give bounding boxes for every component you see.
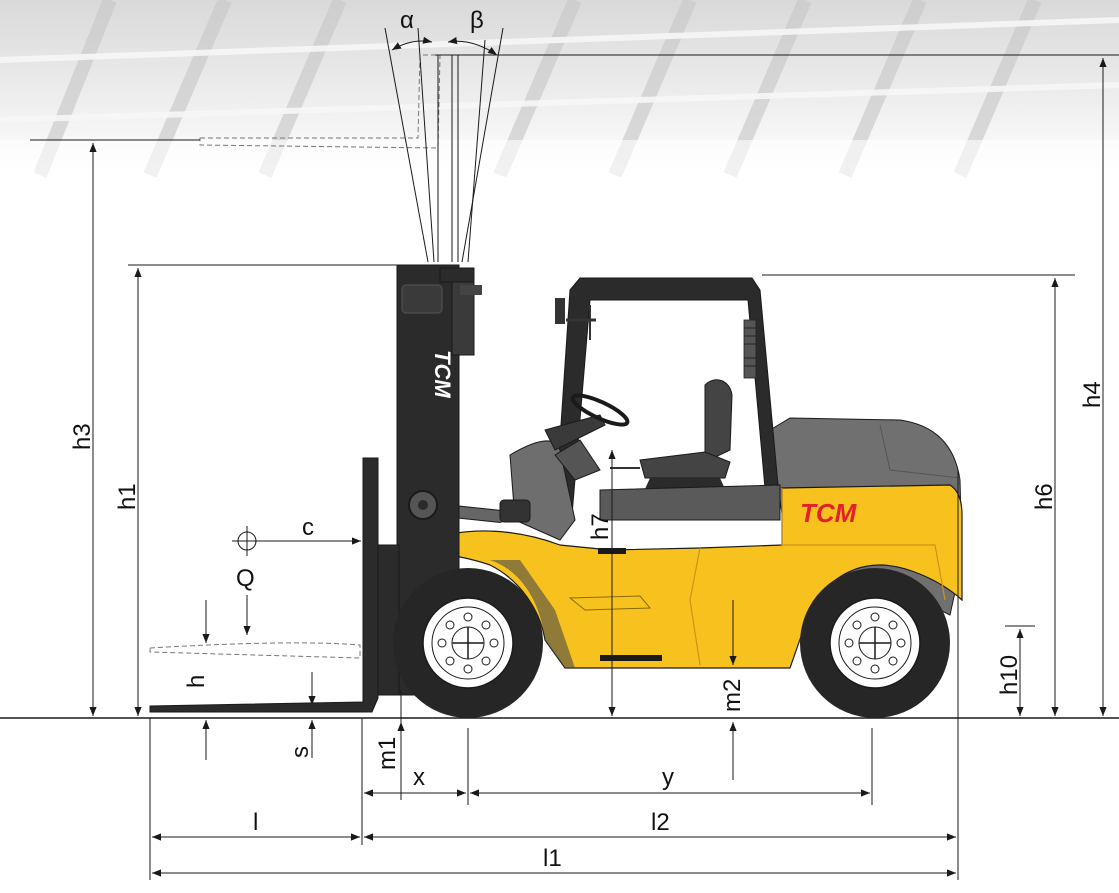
- label-y: y: [662, 764, 674, 791]
- warehouse-ceiling-background: [0, 0, 1119, 180]
- label-h: h: [183, 675, 210, 688]
- label-h1: h1: [114, 483, 141, 510]
- label-beta: β: [470, 7, 484, 34]
- label-h4: h4: [1079, 381, 1106, 408]
- label-l2: l2: [651, 809, 670, 836]
- label-m2: m2: [719, 679, 746, 712]
- rear-wheel: [800, 568, 950, 718]
- label-alpha: α: [400, 7, 414, 34]
- label-h6: h6: [1031, 483, 1058, 510]
- front-wheel: [393, 568, 543, 718]
- body-logo-text: TCM: [800, 498, 858, 528]
- dimension-lines: [30, 27, 1119, 880]
- label-c: c: [302, 514, 314, 541]
- dimension-labels: α β h3 h1 h4 h6 h7 h10 c Q h s m1 m2 x y…: [69, 7, 1106, 872]
- fork-carriage: [376, 544, 400, 696]
- label-s: s: [287, 746, 314, 758]
- label-l: l: [253, 809, 258, 836]
- label-m1: m1: [374, 737, 401, 770]
- label-q: Q: [236, 565, 255, 592]
- operator-seat: [610, 379, 733, 500]
- label-h3: h3: [69, 423, 96, 450]
- label-h10: h10: [996, 655, 1023, 695]
- label-l1: l1: [543, 845, 562, 872]
- mast-logo-text: TCM: [430, 350, 455, 398]
- forklift: TCM TCM: [149, 54, 963, 718]
- label-x: x: [413, 764, 425, 791]
- label-h7: h7: [587, 513, 614, 540]
